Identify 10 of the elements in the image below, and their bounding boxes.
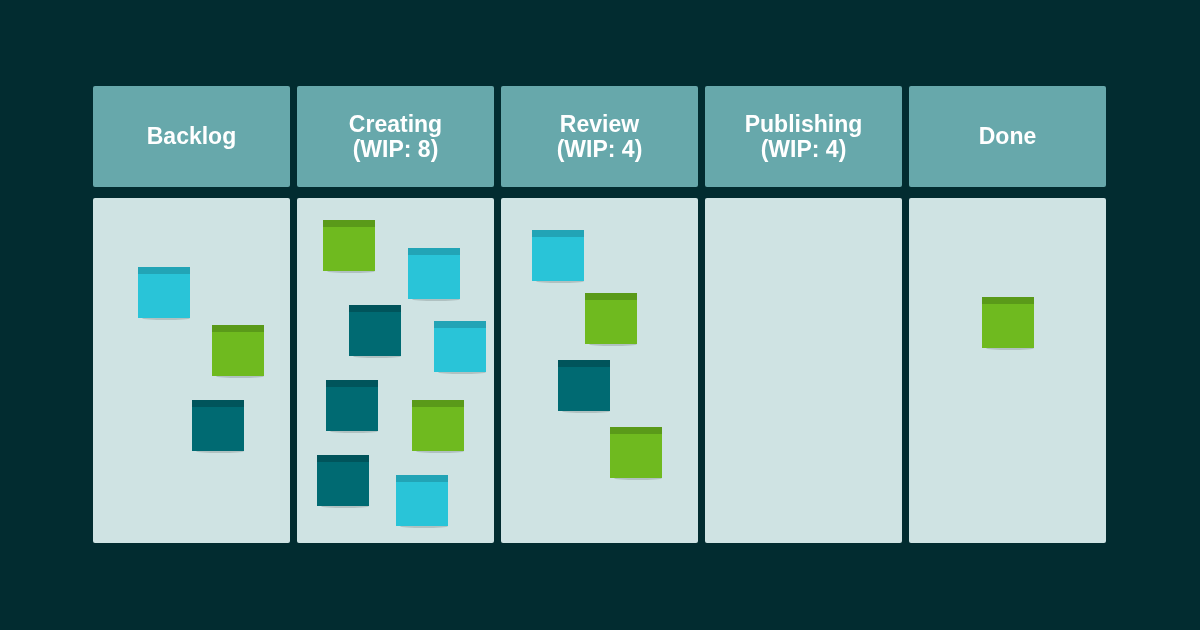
- column-header: [909, 86, 1106, 187]
- column-title: Review (WIP: 4): [555, 111, 644, 162]
- column-title: Done: [978, 124, 1037, 149]
- column-header: [93, 86, 290, 187]
- column-title: Publishing (WIP: 4): [743, 111, 864, 162]
- column-header: [501, 86, 698, 187]
- column-header: [297, 86, 494, 187]
- column-title: Backlog: [146, 124, 237, 149]
- column-title: Creating (WIP: 8): [347, 111, 444, 162]
- column-header: [705, 86, 902, 187]
